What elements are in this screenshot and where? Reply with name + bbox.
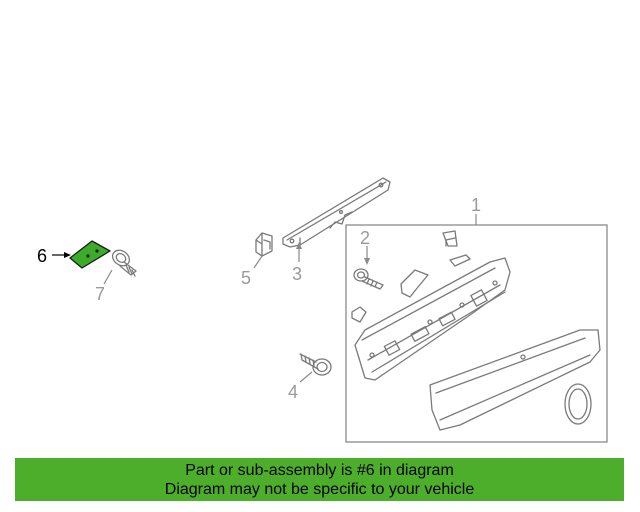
callout-5[interactable]: 5 <box>241 268 251 288</box>
leader-3-arrowhead <box>296 242 302 249</box>
part-6-hole <box>86 254 90 258</box>
leader-6-arrowhead <box>64 252 71 258</box>
callout-3[interactable]: 3 <box>292 264 302 284</box>
banner-line-2: Diagram may not be specific to your vehi… <box>164 481 475 498</box>
callout-6[interactable]: 6 <box>37 246 47 266</box>
leader-7 <box>103 269 113 285</box>
part-4-bolt[interactable] <box>299 353 332 376</box>
banner-line-1: Part or sub-assembly is #6 in diagram <box>185 462 454 479</box>
leader-5 <box>253 255 263 269</box>
info-banner: Part or sub-assembly is #6 in diagram Di… <box>15 458 624 501</box>
part-2-screw[interactable] <box>353 268 384 290</box>
part-6-shape[interactable] <box>69 240 111 269</box>
leader-2-arrowhead <box>364 258 370 265</box>
callout-2[interactable]: 2 <box>360 228 370 248</box>
callout-4[interactable]: 4 <box>288 382 298 402</box>
part-3-strip[interactable] <box>282 177 391 248</box>
callout-1[interactable]: 1 <box>471 195 481 215</box>
part-7-screw[interactable] <box>110 247 137 277</box>
part-5-clip[interactable] <box>255 232 273 257</box>
part-6-hole <box>95 249 99 253</box>
leader-4 <box>299 371 313 383</box>
part-1-assembly[interactable] <box>351 230 601 431</box>
part-6-bracket[interactable] <box>69 240 111 269</box>
callout-7[interactable]: 7 <box>95 284 105 304</box>
